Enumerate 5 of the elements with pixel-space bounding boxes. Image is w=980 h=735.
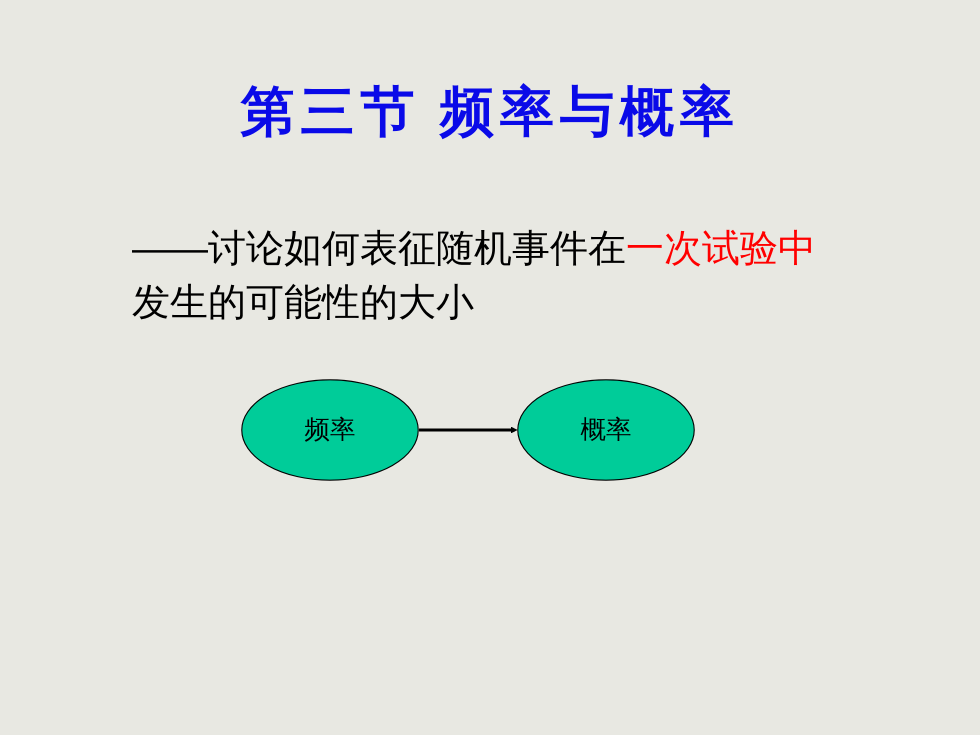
subtitle-text: ——讨论如何表征随机事件在一次试验中发生的可能性的大小 <box>132 228 816 324</box>
title: 第三节 频率与概率 <box>240 81 740 144</box>
term-ellipse: 概率 <box>517 379 695 481</box>
term-ellipse: 频率 <box>241 379 419 481</box>
arrow <box>418 426 518 434</box>
